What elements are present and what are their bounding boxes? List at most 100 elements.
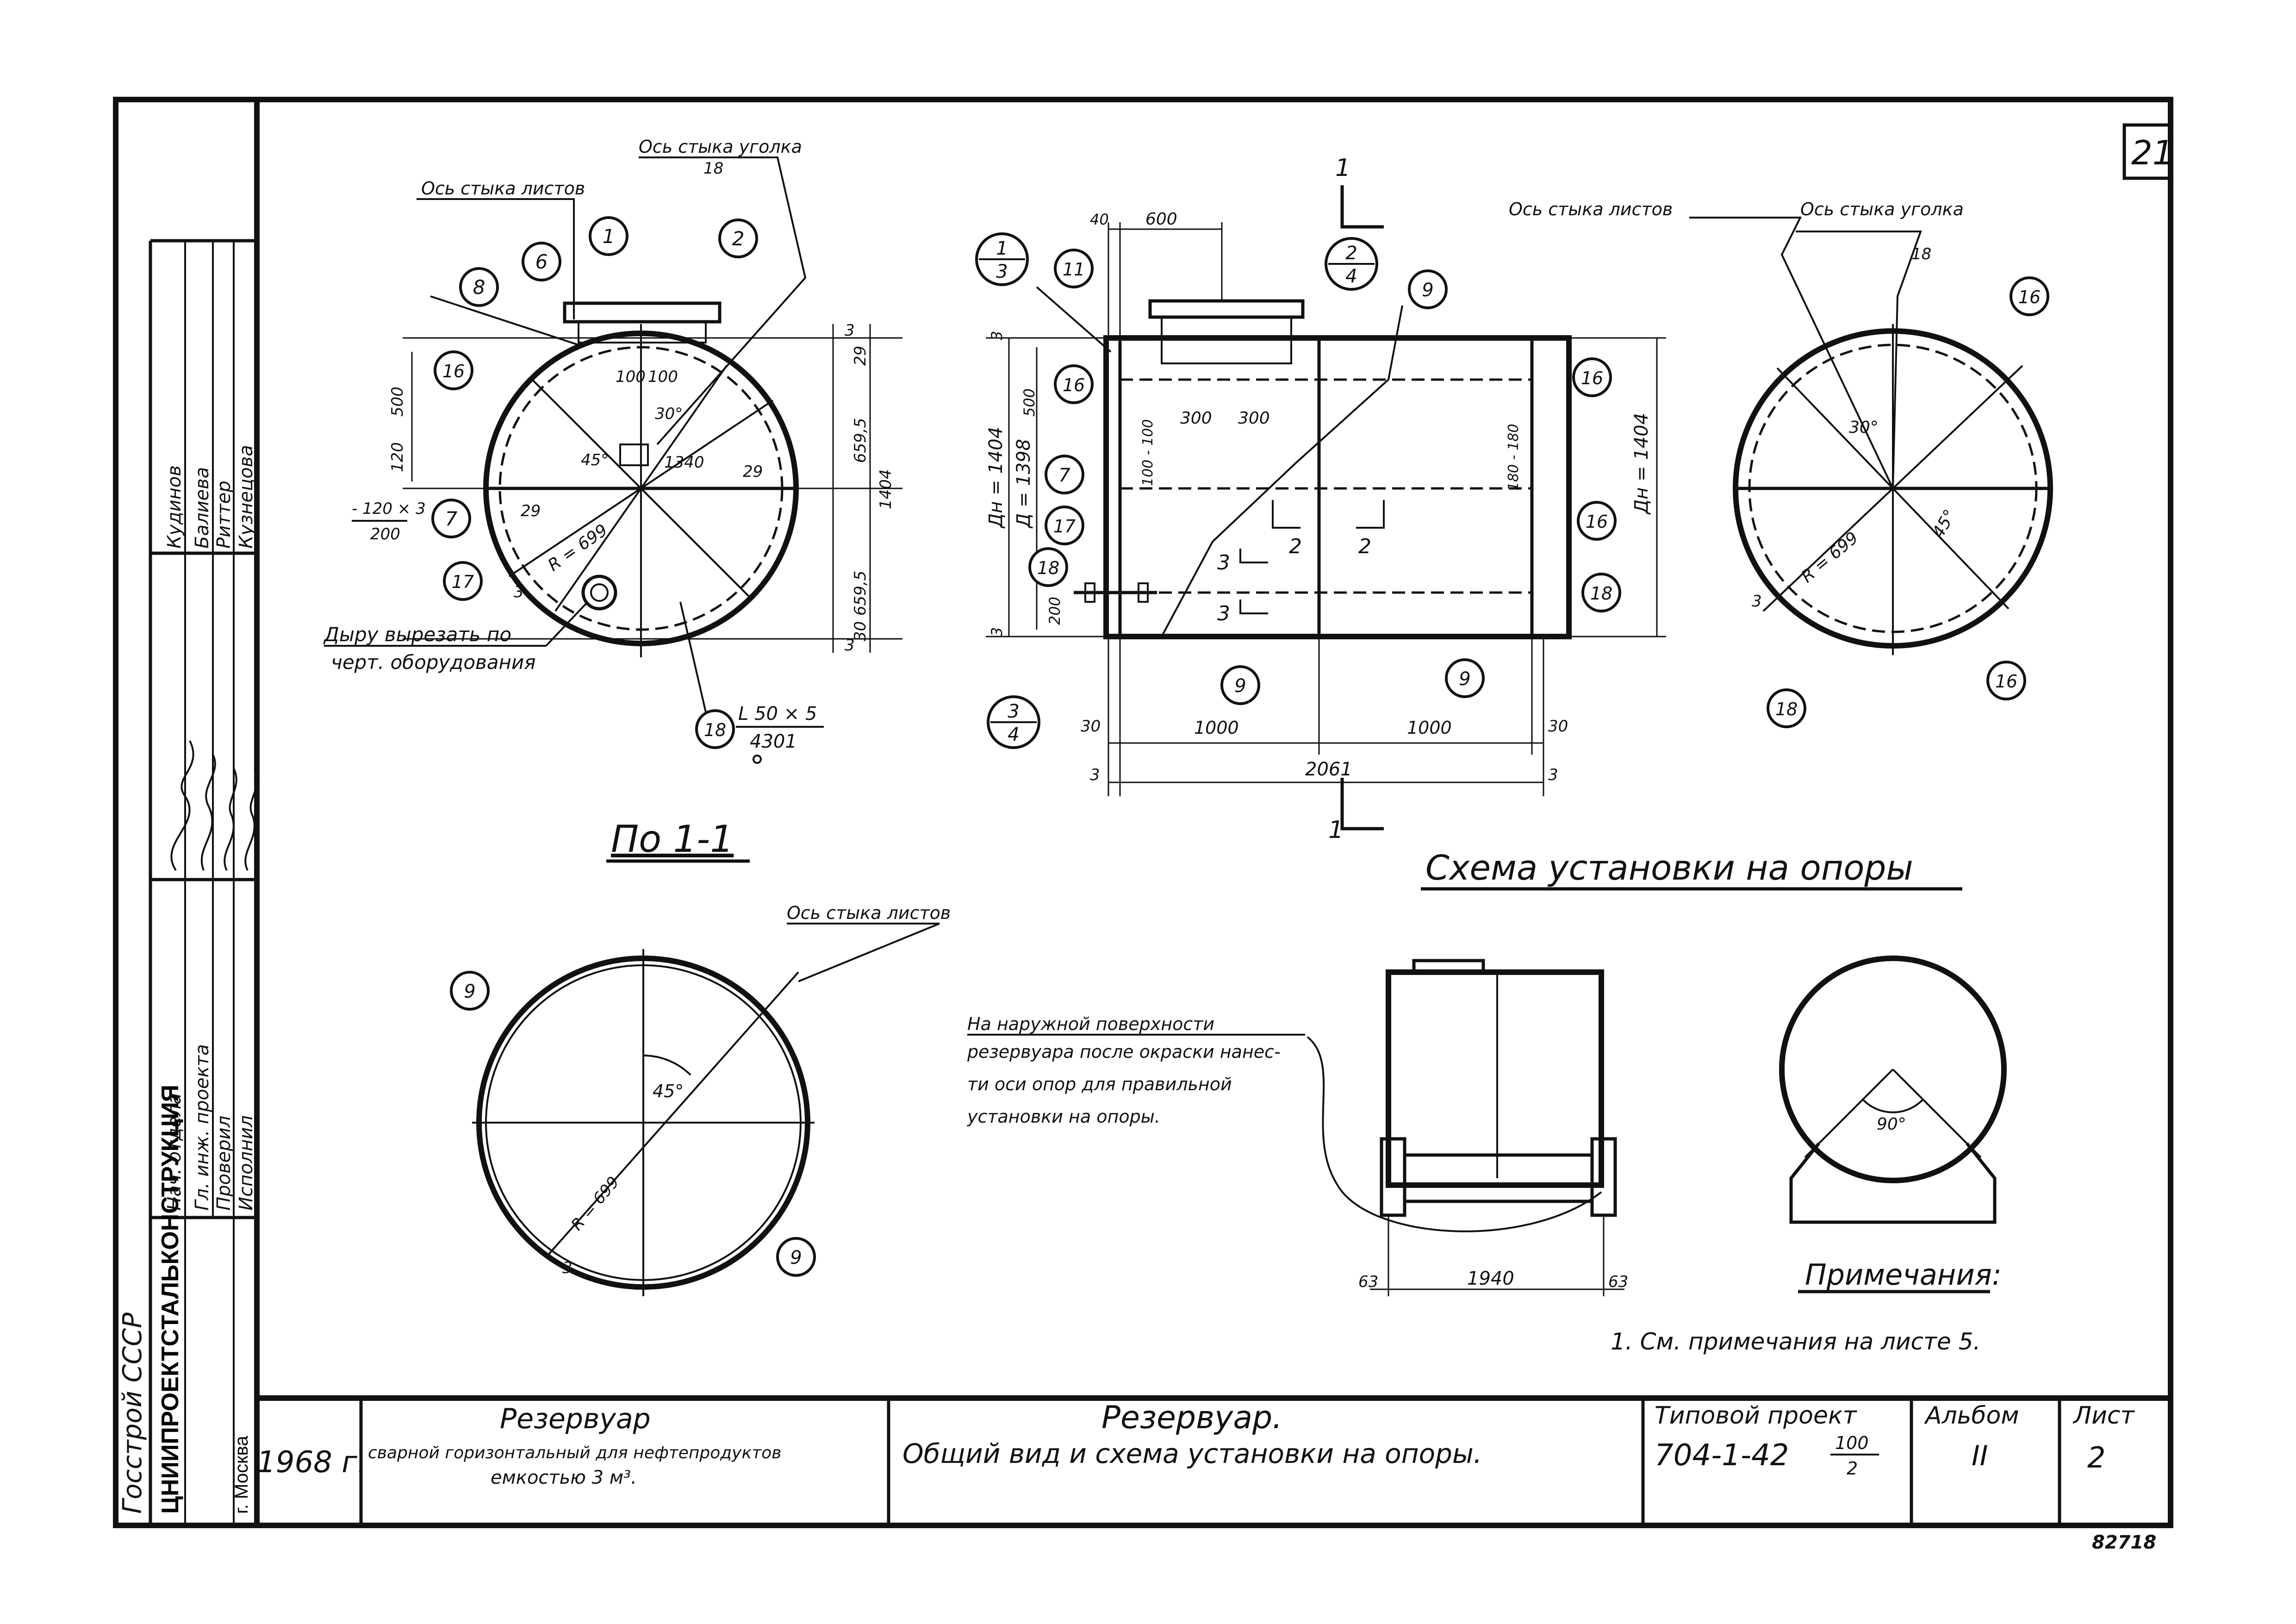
left-note-hole-1: Дыру вырезать по bbox=[323, 623, 511, 646]
front-section-2a: 2 bbox=[1289, 535, 1302, 558]
album-label: Альбом bbox=[1924, 1402, 2019, 1430]
right-dim-radius: R = 699 bbox=[1798, 528, 1862, 587]
front-ref2-top: 2 bbox=[1345, 243, 1357, 264]
front-dim-300a: 300 bbox=[1180, 409, 1212, 428]
front-bubble-9b: 9 bbox=[1234, 675, 1246, 697]
section-bubble-9b: 9 bbox=[790, 1247, 802, 1268]
front-dim-100-100: 100 - 100 bbox=[1140, 419, 1156, 486]
stamp-role-2: Гл. инж. проекта bbox=[192, 1044, 213, 1211]
scheme-dim-90deg: 90° bbox=[1877, 1115, 1906, 1134]
left-dim-29b: 29 bbox=[521, 502, 541, 520]
front-ref1-bottom: 3 bbox=[996, 261, 1008, 282]
left-bubble-18: 18 bbox=[704, 720, 726, 740]
stamp-role-4: Исполнил bbox=[236, 1115, 257, 1211]
front-section-3b: 3 bbox=[1217, 602, 1230, 625]
left-dim-100a: 100 bbox=[616, 368, 646, 386]
front-ref3-bottom: 4 bbox=[1008, 724, 1019, 745]
left-dim-plate: - 120 × 3 bbox=[352, 500, 426, 518]
left-dim-120: 120 bbox=[388, 442, 407, 472]
section-bubble-9a: 9 bbox=[464, 981, 475, 1002]
drawing-title: Резервуар. bbox=[1101, 1399, 1282, 1436]
left-dim-1404: 1404 bbox=[877, 469, 895, 509]
left-dim-659b: 659,5 bbox=[851, 571, 870, 616]
corner-sheet-number: 21 bbox=[2131, 133, 2174, 172]
scheme-note-3: ти оси опор для правильной bbox=[967, 1074, 1232, 1094]
right-bubble-16a: 16 bbox=[2018, 287, 2041, 307]
left-bubble-7: 7 bbox=[445, 507, 458, 530]
front-bubble-16b: 16 bbox=[1581, 368, 1603, 388]
front-dim-200: 200 bbox=[1046, 597, 1064, 625]
stamp-role-1: Нач. отдела bbox=[164, 1093, 185, 1211]
left-angle-ref: 18 bbox=[703, 159, 723, 178]
right-bubble-18: 18 bbox=[1775, 699, 1798, 719]
stamp-org-1: Госстрой СССР bbox=[118, 1312, 148, 1514]
front-dim-300b: 300 bbox=[1238, 409, 1270, 428]
front-bubble-11: 11 bbox=[1063, 259, 1085, 280]
front-dim-3-right: 3 bbox=[1548, 766, 1558, 784]
left-bubble-17: 17 bbox=[452, 572, 474, 592]
left-dim-radius: R = 699 bbox=[545, 521, 611, 575]
left-dim-500: 500 bbox=[388, 387, 407, 417]
front-ref2-bottom: 4 bbox=[1345, 266, 1357, 287]
left-leader-angle-joint: Ось стыка уголка bbox=[639, 137, 802, 157]
left-dim-29a: 29 bbox=[743, 462, 763, 481]
front-dim-500: 500 bbox=[1020, 388, 1038, 417]
album-value: II bbox=[1972, 1440, 1988, 1472]
scheme-title: Схема установки на опоры bbox=[1425, 848, 1913, 888]
left-dim-3b: 3 bbox=[845, 636, 855, 655]
archive-number: 82718 bbox=[2092, 1532, 2156, 1553]
left-dim-30: 30 bbox=[851, 621, 870, 641]
right-end-view bbox=[1689, 217, 2053, 655]
project-fraction-bottom: 2 bbox=[1847, 1458, 1858, 1479]
stamp-org-3: г. Москва bbox=[231, 1436, 252, 1514]
title-year: 1968 г. bbox=[257, 1445, 367, 1480]
object-title: Резервуар bbox=[500, 1403, 651, 1435]
project-number: 704-1-42 bbox=[1655, 1438, 1789, 1473]
front-dim-3-bot: 3 bbox=[988, 627, 1006, 637]
project-fraction-top: 100 bbox=[1835, 1433, 1869, 1453]
left-bubble-16: 16 bbox=[442, 361, 465, 381]
front-dim-40: 40 bbox=[1090, 211, 1109, 228]
section-dim-radius: R = 699 bbox=[567, 1173, 623, 1234]
stamp-role-3: Проверил bbox=[213, 1116, 235, 1211]
left-note-hole-2: черт. оборудования bbox=[331, 651, 536, 674]
right-bubble-16b: 16 bbox=[1995, 671, 2017, 692]
stamp-name-1: Кудинов bbox=[164, 465, 185, 549]
stamp-signatures bbox=[170, 740, 258, 871]
sheet-label: Лист bbox=[2072, 1402, 2135, 1430]
right-dim-30deg: 30° bbox=[1849, 418, 1879, 437]
front-ref1-top: 1 bbox=[996, 238, 1008, 259]
left-profile-top: L 50 × 5 bbox=[738, 703, 817, 725]
front-dim-2061: 2061 bbox=[1305, 759, 1352, 780]
section-dim-3: 3 bbox=[562, 1259, 572, 1277]
notes-title: Примечания: bbox=[1805, 1258, 2002, 1292]
scheme-dim-1940: 1940 bbox=[1467, 1268, 1514, 1289]
side-stamp bbox=[149, 239, 257, 1525]
object-subtitle: сварной горизонтальный для нефтепродукто… bbox=[368, 1443, 781, 1462]
supports-scheme-end bbox=[1779, 956, 2007, 1224]
front-dim-dn-right: Дн = 1404 bbox=[1631, 413, 1652, 515]
left-end-view bbox=[403, 156, 902, 657]
front-bubble-17: 17 bbox=[1053, 516, 1076, 537]
left-dim-45deg: 45° bbox=[581, 451, 609, 469]
scheme-note-1: На наружной поверхности bbox=[967, 1014, 1214, 1034]
sheet-frame bbox=[113, 97, 2173, 1528]
front-dim-180-180: 180 - 180 bbox=[1506, 424, 1522, 491]
front-bubble-16c: 16 bbox=[1586, 512, 1608, 532]
front-ref3-top: 3 bbox=[1008, 701, 1019, 722]
right-dim-3: 3 bbox=[1752, 592, 1762, 611]
front-bubble-18b: 18 bbox=[1590, 583, 1612, 604]
right-angle-ref: 18 bbox=[1911, 245, 1931, 263]
stamp-org-2: ЦНИИПРОЕКТСТАЛЬКОНСТРУКЦИЯ bbox=[157, 1085, 184, 1514]
section-leader-sheet-joint: Ось стыка листов bbox=[787, 903, 951, 923]
left-dim-3c: 3 bbox=[514, 583, 524, 601]
front-dim-1000a: 1000 bbox=[1194, 718, 1239, 738]
drawing-subtitle: Общий вид и схема установки на опоры. bbox=[902, 1438, 1482, 1469]
stamp-name-4: Кузнецова bbox=[236, 445, 257, 549]
left-bubble-6: 6 bbox=[535, 250, 548, 273]
right-dim-45deg: 45° bbox=[1929, 506, 1960, 542]
front-dim-d: Д = 1398 bbox=[1013, 439, 1034, 529]
left-dim-30deg: 30° bbox=[655, 405, 683, 423]
scheme-note-2: резервуара после окраски нанес- bbox=[967, 1042, 1281, 1062]
